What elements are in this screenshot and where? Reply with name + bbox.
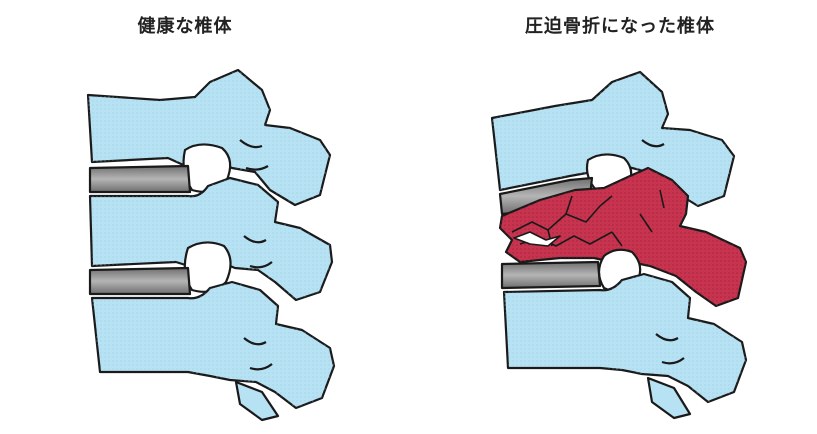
fractured-disc-bottom <box>502 262 600 288</box>
healthy-vertebra-bottom <box>92 282 334 420</box>
healthy-disc-top <box>90 166 190 192</box>
healthy-spine <box>88 70 334 420</box>
fractured-spine <box>492 72 746 418</box>
healthy-disc-bottom <box>90 268 190 294</box>
